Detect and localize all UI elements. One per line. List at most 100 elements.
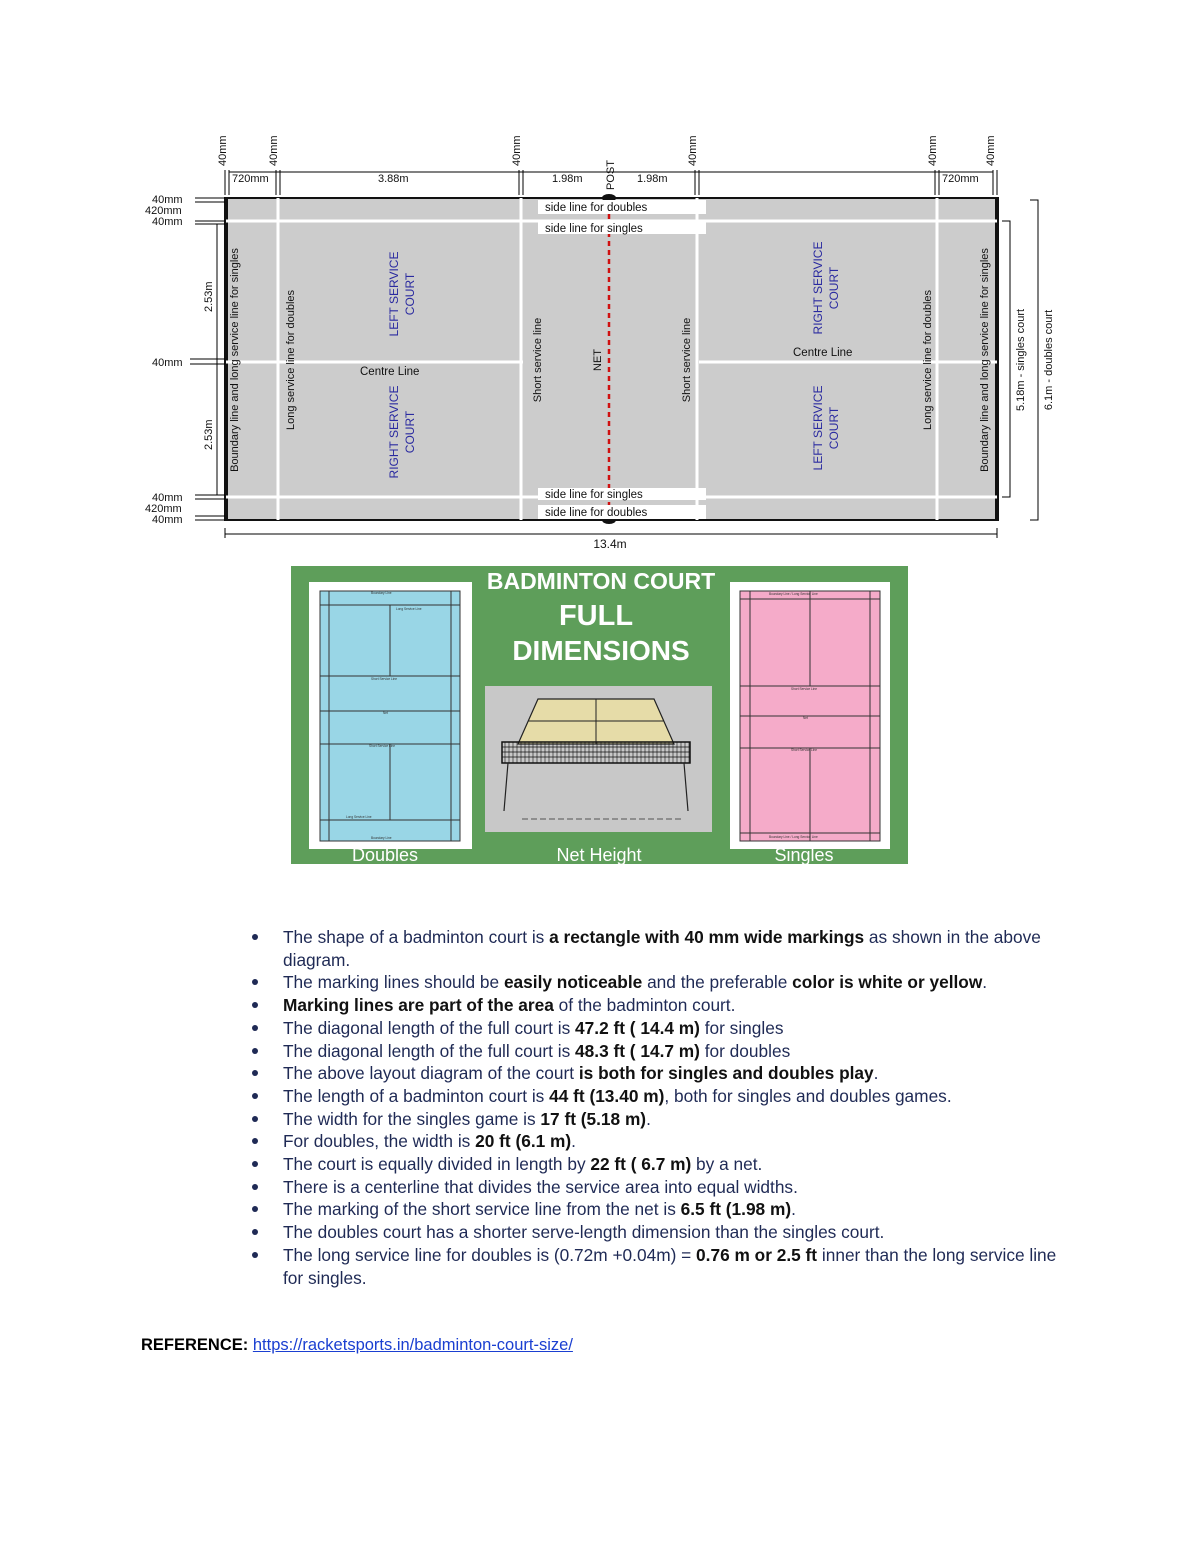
list-item: The long service line for doubles is (0.… [245,1244,1075,1289]
list-item-text: for singles [699,1017,784,1038]
list-item-emphasis: 44 ft (13.40 m) [549,1085,665,1106]
infographic-title-line1: BADMINTON COURT [487,568,715,594]
top-length-3-88m: 3.88m [378,173,409,185]
svg-text:Boundary Line: Boundary Line [371,591,392,595]
reference-line: REFERENCE: https://racketsports.in/badmi… [141,1336,573,1355]
list-item-text: . [982,972,988,993]
list-item: The marking of the short service line fr… [245,1198,1075,1221]
side-line-singles-top: side line for singles [545,223,643,235]
list-item-text: . [791,1199,796,1220]
top-dim-40mm-1: 40mm [217,135,229,166]
list-item: The court is equally divided in length b… [245,1153,1075,1176]
list-item-text: The length of a badminton court is [283,1085,550,1106]
left-dim-40mm-2: 40mm [152,216,183,228]
list-item-emphasis: is both for singles and doubles play [578,1063,874,1084]
badminton-full-dimensions-infographic: Boundary Line Long Service Line Short Se… [291,566,908,864]
list-item-emphasis: Marking lines are part of the area [283,995,554,1016]
long-service-doubles-label-left: Long service line for doubles [285,289,297,430]
list-item-emphasis: 6.5 ft (1.98 m) [680,1199,792,1220]
left-dim-420mm-1: 420mm [145,205,182,217]
list-item-text: . [873,1063,879,1084]
list-item-emphasis: 0.76 m or 2.5 ft [696,1244,818,1265]
list-item-text: inner than the long service line for sin… [283,1244,1057,1288]
svg-text:Boundary Line / Long Service L: Boundary Line / Long Service Line [769,592,818,596]
singles-width-label: 5.18m - singles court [1015,309,1027,411]
list-item-text: The diagonal length of the full court is [283,1040,576,1061]
net-label: NET [592,349,604,371]
list-item-emphasis: color is white or yellow [792,972,983,993]
boundary-line-label-right: Boundary line and long service line for … [979,248,991,472]
list-item-emphasis: easily noticeable [503,972,643,993]
svg-text:Boundary Line / Long Service L: Boundary Line / Long Service Line [769,835,818,839]
side-line-singles-bottom: side line for singles [545,489,643,501]
list-item-text: The court is equally divided in length b… [283,1154,591,1175]
top-dim-40mm-2: 40mm [268,135,280,166]
svg-text:Long Service Line: Long Service Line [396,607,422,611]
net-height-caption: Net Height [556,845,641,864]
doubles-panel: Boundary Line Long Service Line Short Se… [309,582,472,849]
left-dim-40mm-5: 40mm [152,514,183,526]
top-dim-40mm-6: 40mm [985,135,997,166]
svg-text:Boundary Line: Boundary Line [371,836,392,840]
left-dim-420mm-2: 420mm [145,503,182,515]
top-length-720mm-left: 720mm [232,173,269,185]
list-item: The width for the singles game is 17 ft … [245,1108,1075,1131]
list-item-emphasis: 17 ft (5.18 m) [540,1108,647,1129]
post-label: POST [605,160,617,190]
list-item-text: The shape of a badminton court is [283,927,550,947]
reference-link[interactable]: https://racketsports.in/badminton-court-… [252,1336,573,1354]
boundary-line-label-left: Boundary line and long service line for … [229,248,241,472]
court-facts-list: The shape of a badminton court is a rect… [245,926,1075,1289]
list-item: For doubles, the width is 20 ft (6.1 m). [245,1130,1075,1153]
svg-text:Short Service Line: Short Service Line [369,744,395,748]
list-item-text: The doubles court has a shorter serve-le… [283,1222,885,1243]
net-height-panel [485,686,712,832]
list-item-text: The marking lines should be [283,972,504,993]
list-item-text: as shown in the above diagram. [283,927,1041,970]
side-line-doubles-bottom: side line for doubles [545,507,648,519]
list-item: The diagonal length of the full court is… [245,1040,1075,1063]
bottom-dimension [224,528,998,538]
list-item-text: . [646,1108,651,1129]
top-dim-40mm-3: 40mm [511,135,523,166]
centre-line-label-right: Centre Line [793,347,852,359]
list-item-text: There is a centerline that divides the s… [283,1176,798,1197]
court-dimension-diagram: 40mm 40mm 40mm 40mm 40mm 40mm 720mm 3.88… [145,135,1055,551]
list-item-emphasis: 20 ft (6.1 m) [475,1131,572,1152]
top-length-1-98m-left: 1.98m [552,173,583,185]
reference-label: REFERENCE: [141,1336,249,1354]
doubles-width-label: 6.1m - doubles court [1043,310,1055,410]
svg-text:Long Service Line: Long Service Line [346,815,372,819]
list-item-text: by a net. [691,1154,763,1175]
list-item-text: The above layout diagram of the court [283,1063,579,1084]
left-dim-2-53m-1: 2.53m [203,281,215,312]
long-service-doubles-label-right: Long service line for doubles [922,289,934,430]
left-dim-40mm-4: 40mm [152,492,183,504]
list-item: The doubles court has a shorter serve-le… [245,1221,1075,1244]
singles-panel: Boundary Line / Long Service Line Short … [730,582,890,849]
top-dim-40mm-4: 40mm [687,135,699,166]
list-item: Marking lines are part of the area of th… [245,994,1075,1017]
left-dimension-ticks [190,197,225,521]
singles-caption: Singles [774,845,833,864]
list-item: The diagonal length of the full court is… [245,1017,1075,1040]
side-line-doubles-top: side line for doubles [545,202,648,214]
list-item-emphasis: 48.3 ft ( 14.7 m) [575,1040,700,1061]
svg-text:Short Service Line: Short Service Line [791,748,817,752]
list-item-text: For doubles, the width is [283,1131,476,1152]
list-item: There is a centerline that divides the s… [245,1176,1075,1199]
list-item-text: of the badminton court. [553,995,736,1016]
top-dimension-ticks [224,170,998,195]
left-dim-40mm-1: 40mm [152,194,183,206]
list-item-emphasis: 47.2 ft ( 14.4 m) [575,1017,700,1038]
list-item-text: The diagonal length of the full court is [283,1017,576,1038]
svg-text:Net: Net [383,711,388,715]
left-dim-2-53m-2: 2.53m [203,419,215,450]
net-mesh [504,742,690,763]
svg-text:Net: Net [803,716,808,720]
list-item-text: The width for the singles game is [283,1108,541,1129]
